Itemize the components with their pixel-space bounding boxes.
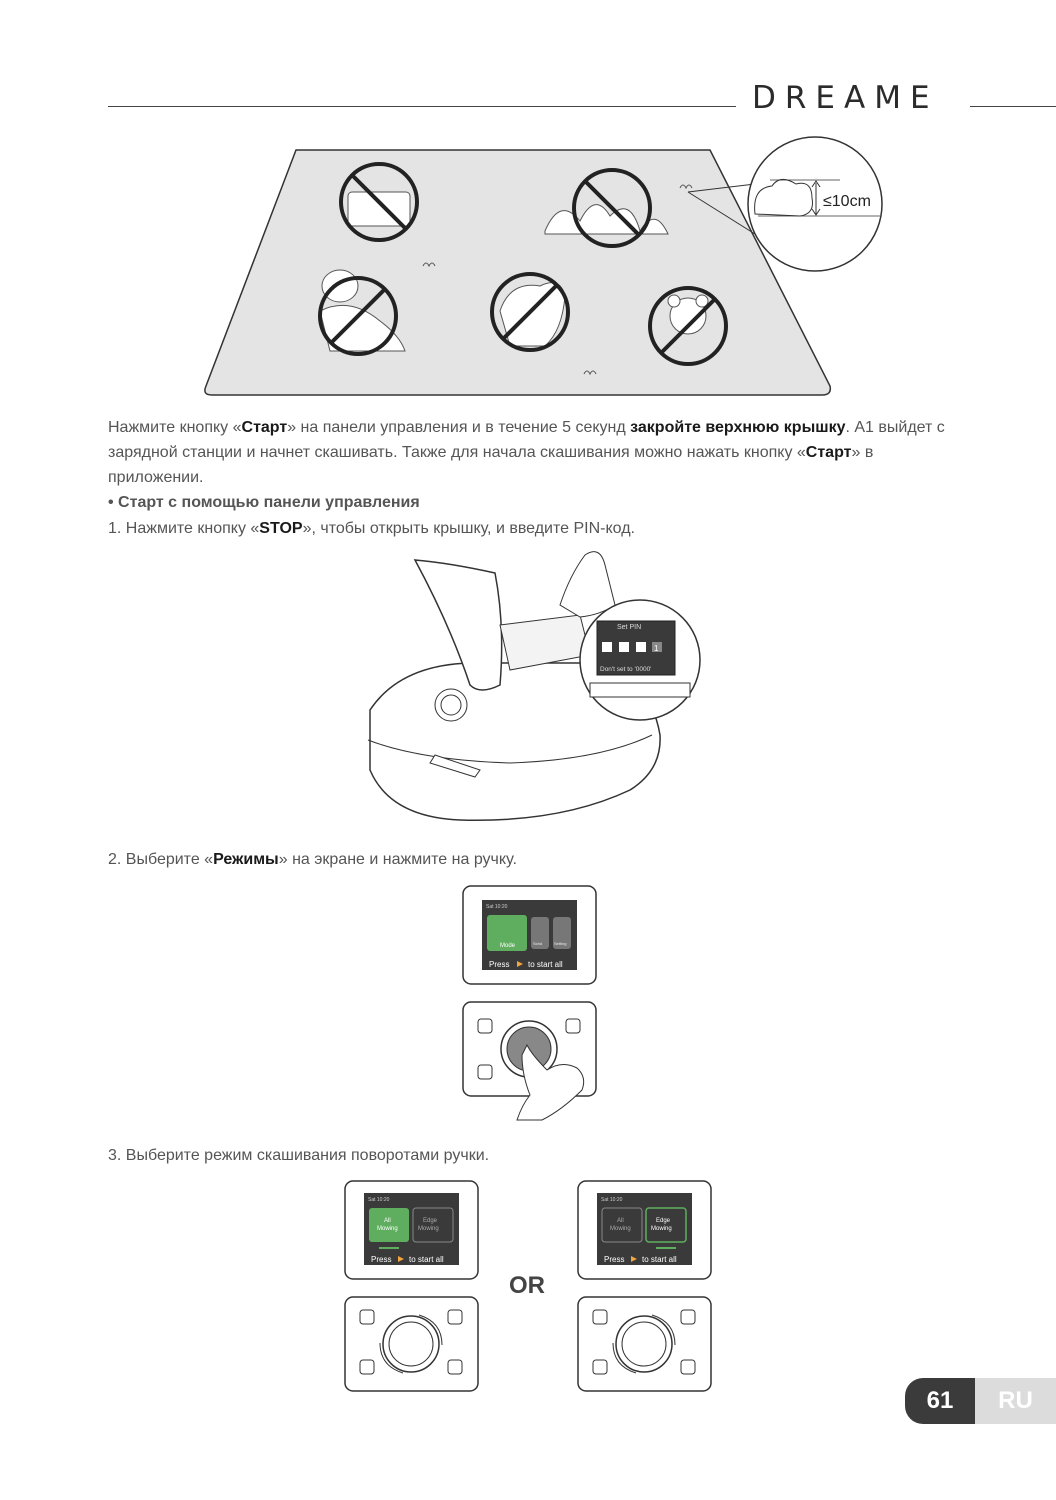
schedule-label: Schd <box>533 941 542 946</box>
child-prohibited-icon <box>318 269 406 356</box>
edge-mowing-line1: Edge <box>656 1218 671 1224</box>
step-1: 1. Нажмите кнопку «STOP», чтобы открыть … <box>108 520 635 537</box>
step-3: 3. Выберите режим скашивания поворотами … <box>108 1147 490 1164</box>
all-mowing-status: Sat 10:20 <box>368 1197 390 1203</box>
edge-start-all-label: to start all <box>642 1255 677 1264</box>
header-rule-right <box>970 106 1056 107</box>
step-2: 2. Выберите «Режимы» на экране и нажмите… <box>108 851 517 868</box>
lawn-obstacles-illustration: ≤10cm <box>204 136 883 396</box>
pin-note: Don't set to '0000' <box>600 666 651 673</box>
pin-title: Set PIN <box>617 624 641 631</box>
all-mowing-line1: All <box>384 1218 391 1224</box>
edge-mowing-line2-dim: Mowing <box>418 1226 439 1232</box>
or-label: OR <box>509 1272 545 1299</box>
mower-pin-illustration: Set PIN 1 Don't set to '0000' <box>367 551 701 821</box>
mode-label: Mode <box>500 943 516 949</box>
all-start-all-label: to start all <box>409 1255 444 1264</box>
brand-logo: DREAME <box>752 80 939 116</box>
back-button[interactable] <box>477 1064 493 1080</box>
edge-mowing-status: Sat 10:20 <box>601 1197 623 1203</box>
start-button[interactable] <box>565 1018 581 1034</box>
intro-paragraph: Нажмите кнопку «Старт» на панели управле… <box>108 419 945 486</box>
app-start-term: Старт <box>805 444 852 461</box>
toy-prohibited-icon <box>648 286 728 366</box>
mode-screen-status: Sat 10:20 <box>486 904 508 910</box>
all-mowing-line1-dim: All <box>617 1218 624 1224</box>
close-lid-term: закройте верхнюю крышку <box>630 419 846 436</box>
pin-digit: 1 <box>654 644 659 653</box>
start-term: Старт <box>241 419 288 436</box>
page-number: 61 <box>905 1378 975 1424</box>
all-mowing-illustration: Sat 10:20 All Mowing Edge Mowing Press t… <box>344 1180 479 1392</box>
edge-mowing-illustration: Sat 10:20 All Mowing Edge Mowing Press t… <box>577 1180 712 1392</box>
all-press-label: Press <box>371 1255 391 1264</box>
animal-prohibited-icon <box>490 272 570 352</box>
edge-mowing-line1-dim: Edge <box>423 1218 438 1224</box>
cable-prohibited-icon <box>339 162 419 242</box>
start-all-label: to start all <box>528 960 563 969</box>
header-rule-left <box>108 106 736 107</box>
mode-select-illustration: Sat 10:20 Mode Schd Setting Press to sta… <box>462 885 597 1121</box>
all-mowing-line2: Mowing <box>377 1226 398 1232</box>
section-heading: • Старт с помощью панели управления <box>108 494 420 511</box>
language-tab: RU <box>975 1378 1056 1424</box>
settings-label: Setting <box>554 941 566 946</box>
power-button[interactable] <box>477 1018 493 1034</box>
edge-mowing-line2: Mowing <box>651 1226 672 1232</box>
all-mowing-line2-dim: Mowing <box>610 1226 631 1232</box>
bush-prohibited-icon <box>544 168 669 248</box>
height-limit-label: ≤10cm <box>823 193 871 210</box>
edge-press-label: Press <box>604 1255 624 1264</box>
press-label: Press <box>489 960 509 969</box>
